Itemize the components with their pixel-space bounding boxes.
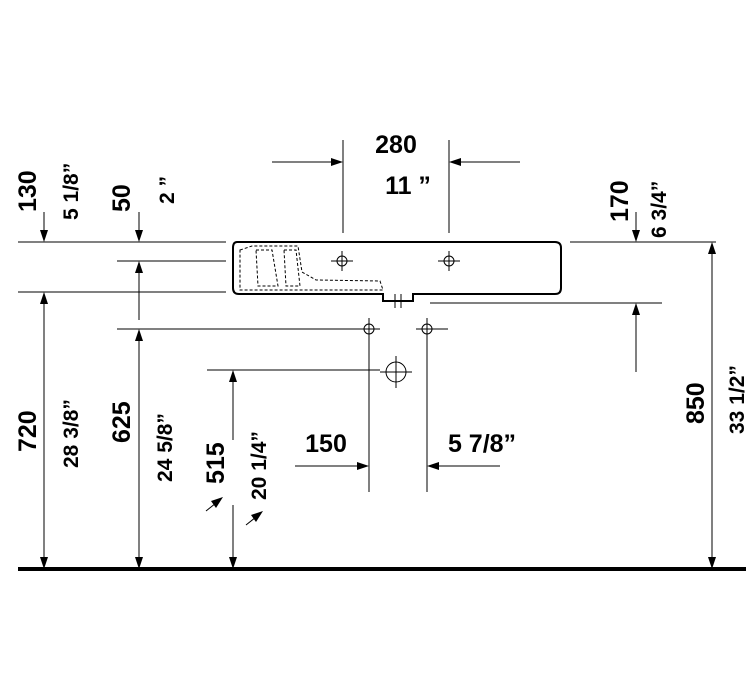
basin	[232, 241, 562, 308]
label-2in: 2 ”	[156, 176, 179, 204]
waste-outlet	[380, 356, 412, 388]
label-24-5-8in: 24 5/8”	[154, 413, 177, 482]
label-150: 150	[305, 430, 347, 458]
label-850: 850	[682, 382, 710, 424]
label-28-3-8in: 28 3/8”	[60, 399, 83, 468]
label-6-3-4in: 6 3/4”	[648, 181, 671, 238]
label-11in: 11 ”	[385, 172, 431, 200]
tap-hole-right	[438, 251, 460, 271]
extension-lines	[18, 140, 716, 492]
label-515: 515	[202, 442, 230, 484]
label-5-1-8in: 5 1/8”	[60, 163, 83, 220]
label-280: 280	[375, 131, 417, 159]
label-33-1-2in: 33 1/2”	[726, 365, 749, 434]
label-130: 130	[14, 170, 42, 212]
label-625: 625	[108, 401, 136, 443]
label-20-1-4in: 20 1/4”	[248, 431, 271, 500]
label-170: 170	[606, 180, 634, 222]
label-720: 720	[14, 410, 42, 452]
label-50: 50	[108, 184, 136, 212]
label-5-7-8in: 5 7/8”	[448, 430, 516, 458]
dimension-lines	[40, 158, 716, 569]
supply-right	[416, 318, 438, 340]
tap-hole-left	[331, 251, 353, 271]
supply-left	[358, 318, 380, 340]
